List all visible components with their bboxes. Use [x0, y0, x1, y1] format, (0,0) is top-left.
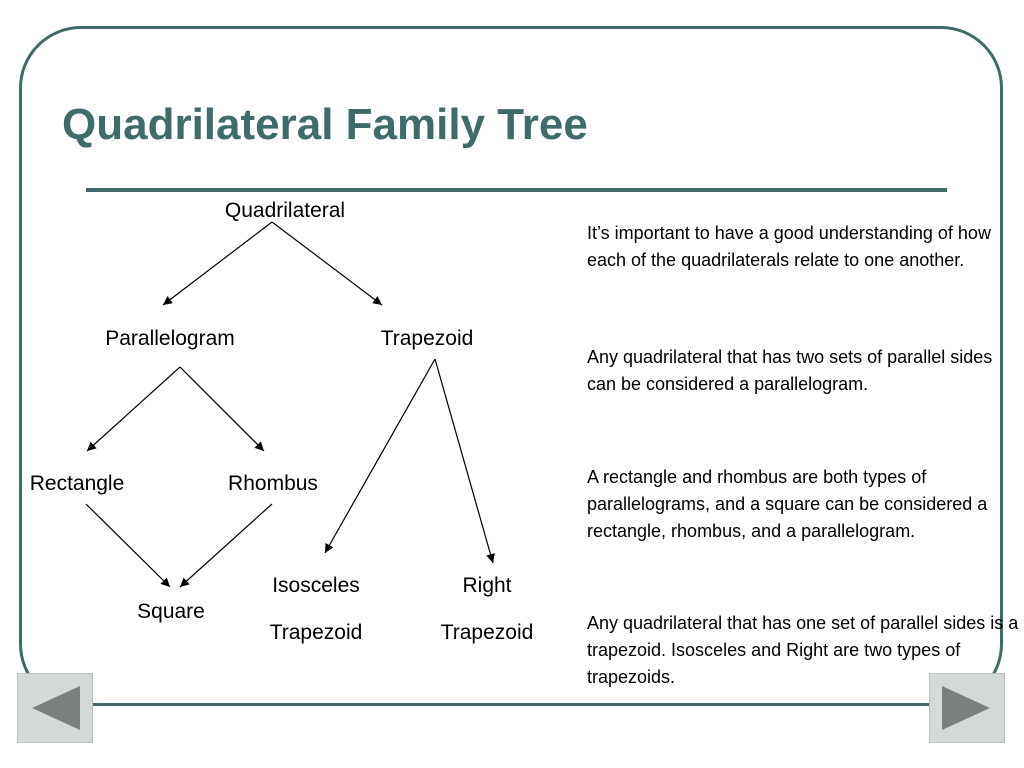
next-slide-button[interactable]	[929, 673, 1005, 743]
edge-rhombus-square	[179, 503, 273, 588]
edge-quadrilateral-parallelogram	[162, 221, 273, 306]
node-square: Square	[137, 600, 205, 623]
node-isosceles-line1: Isosceles	[272, 574, 360, 597]
node-isosceles-line2: Trapezoid	[270, 621, 363, 644]
edge-trapezoid-right	[434, 358, 495, 564]
title-divider	[86, 188, 947, 192]
previous-slide-button[interactable]	[17, 673, 93, 743]
node-rectangle: Rectangle	[30, 472, 125, 495]
explanation-paragraph-1: It’s important to have a good understand…	[587, 223, 991, 270]
node-right-line2: Trapezoid	[441, 621, 534, 644]
slide-frame	[19, 26, 1003, 706]
explanation-paragraph-2: Any quadrilateral that has two sets of p…	[587, 347, 993, 394]
node-parallelogram: Parallelogram	[105, 327, 235, 350]
edge-quadrilateral-trapezoid	[271, 221, 383, 306]
triangle-left-icon	[32, 686, 80, 730]
node-rhombus: Rhombus	[228, 472, 318, 495]
explanation-paragraph-4: Any quadrilateral that has one set of pa…	[587, 613, 1019, 687]
node-trapezoid: Trapezoid	[381, 327, 474, 350]
edge-trapezoid-isosceles	[324, 358, 436, 554]
node-quadrilateral: Quadrilateral	[225, 199, 345, 222]
edge-parallelogram-rectangle	[86, 366, 181, 452]
explanation-paragraph-3: A rectangle and rhombus are both types o…	[587, 467, 988, 541]
edge-parallelogram-rhombus	[179, 366, 265, 452]
edge-rectangle-square	[85, 503, 171, 588]
slide-title: Quadrilateral Family Tree	[62, 100, 588, 149]
triangle-right-icon	[942, 686, 990, 730]
node-right-line1: Right	[462, 574, 511, 597]
